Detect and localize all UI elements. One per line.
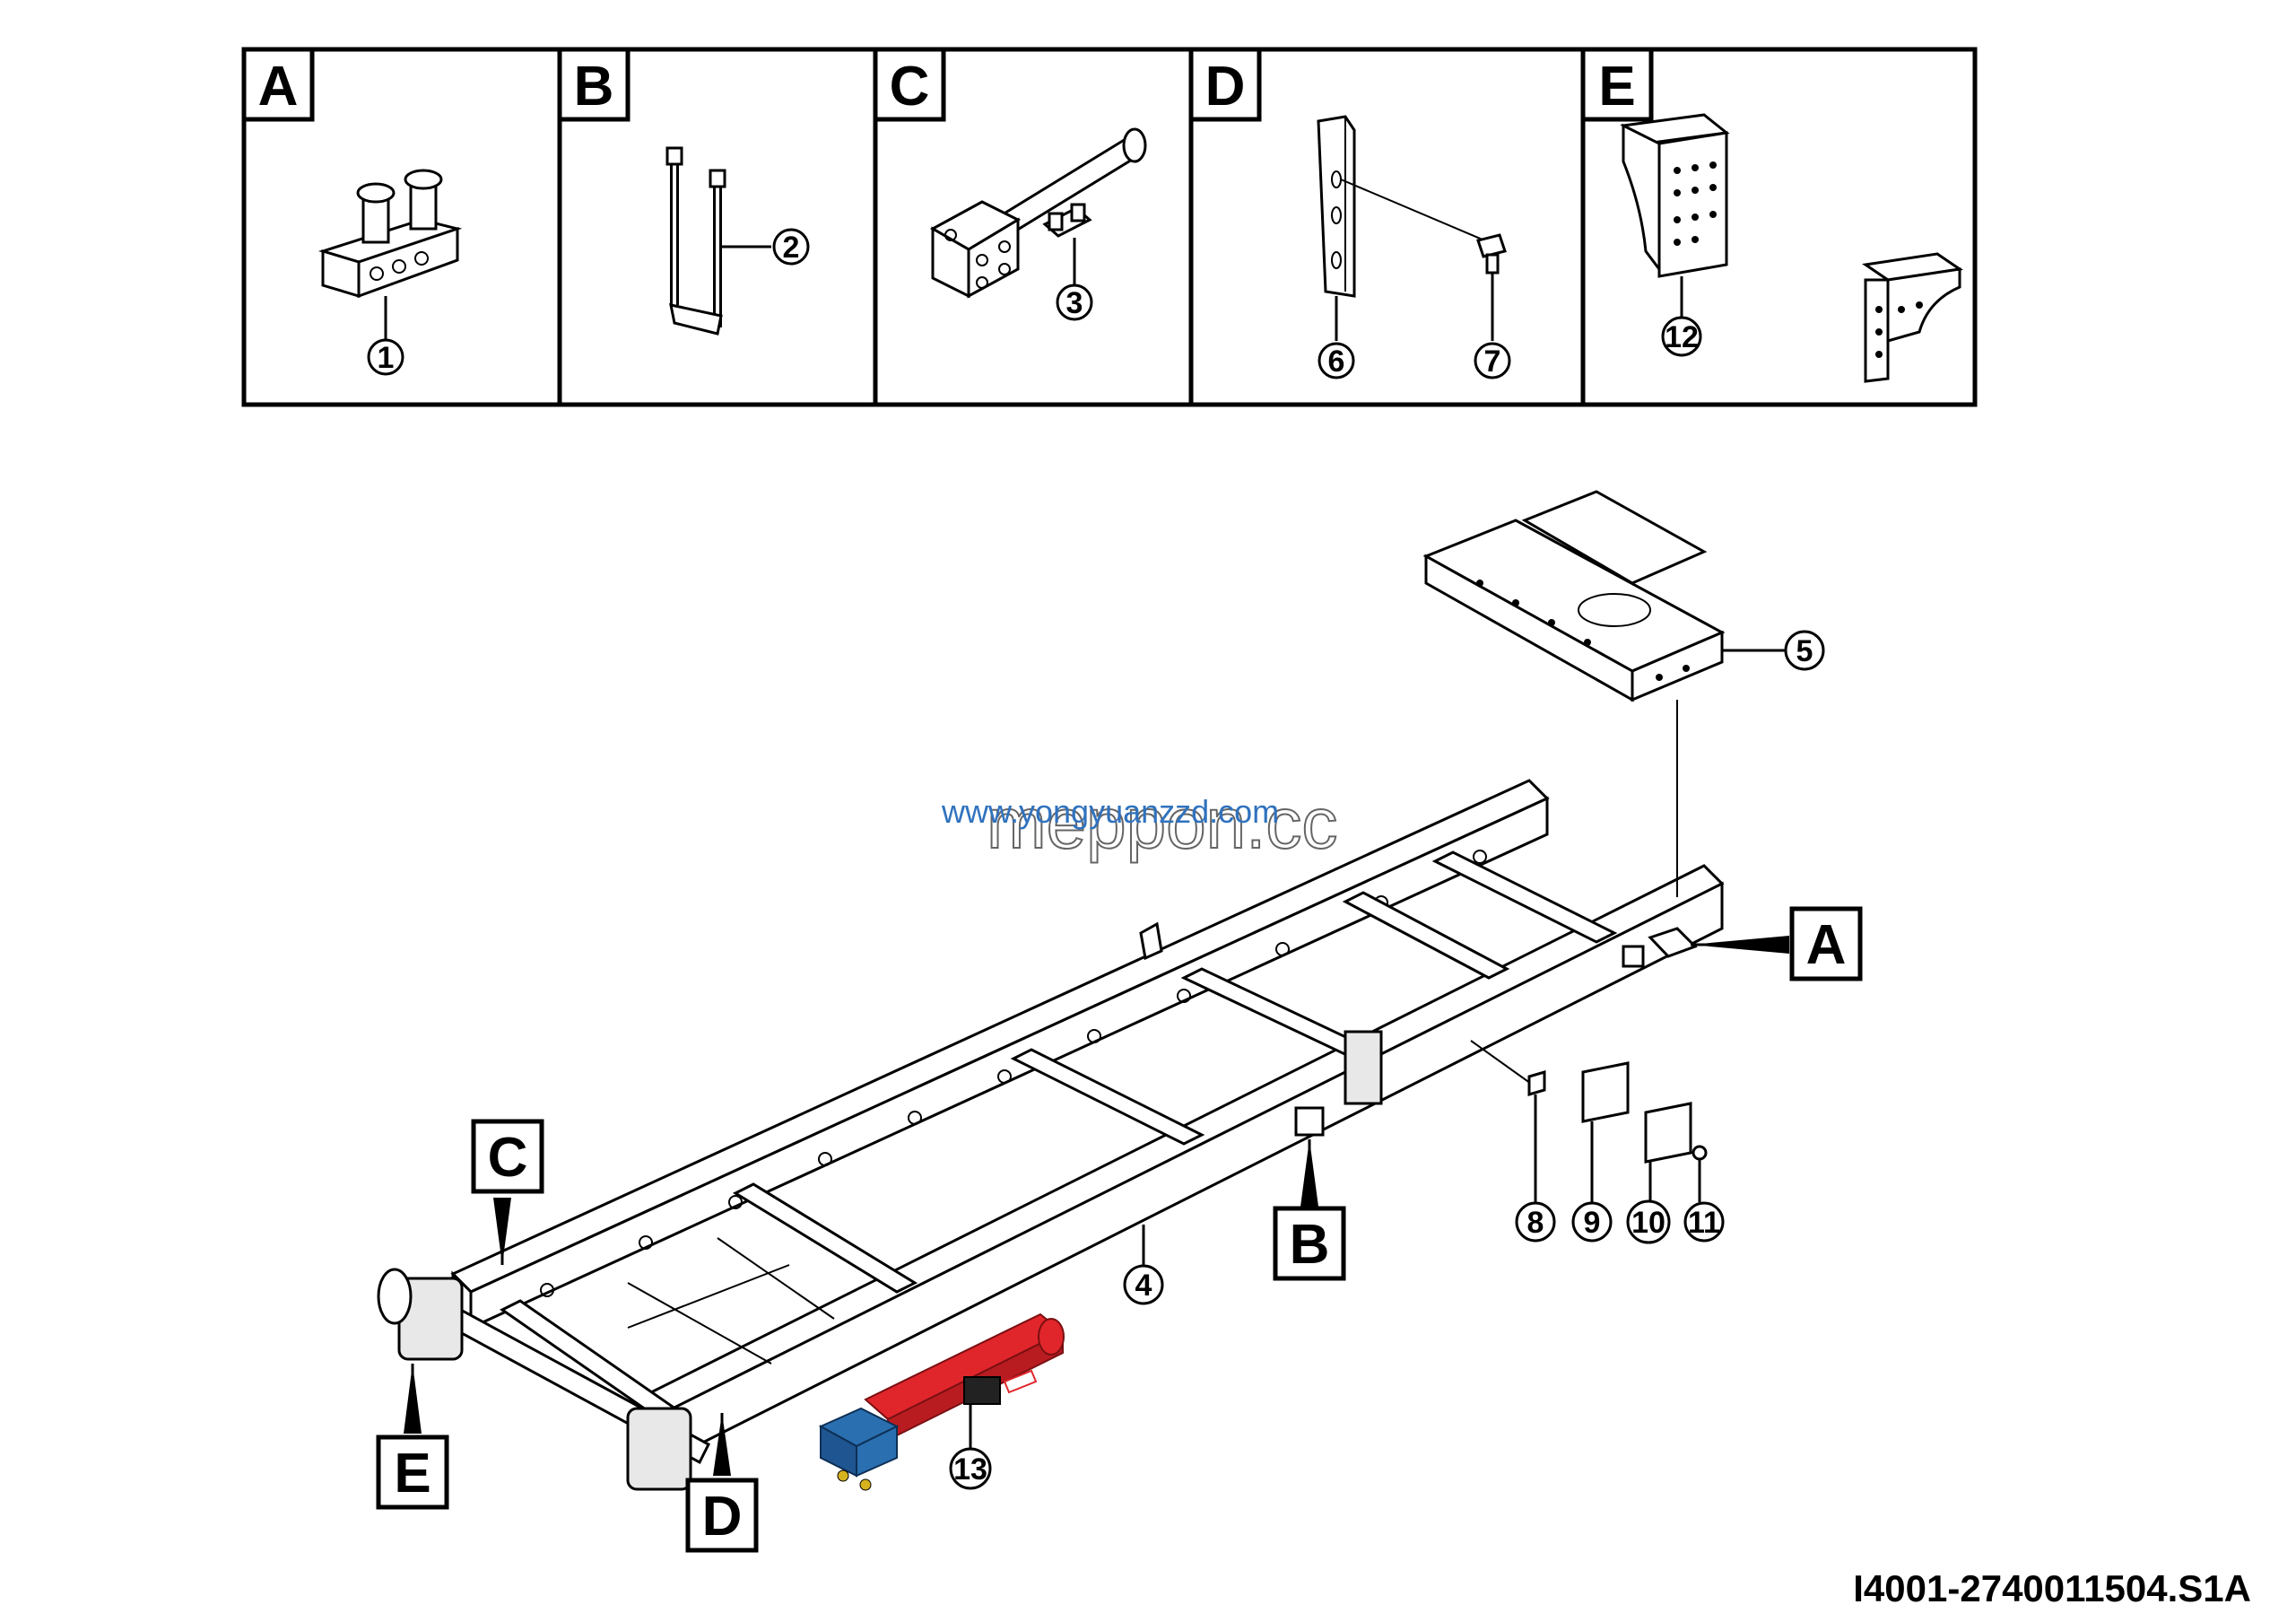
detail-panels: A B C D E <box>241 47 1978 407</box>
svg-text:B: B <box>1290 1214 1330 1276</box>
svg-text:D: D <box>1205 56 1246 118</box>
callout-10: 10 <box>1626 1199 1671 1244</box>
svg-text:13: 13 <box>953 1452 987 1487</box>
svg-text:11: 11 <box>1688 1206 1720 1240</box>
callout-1: 1 <box>367 338 404 376</box>
svg-text:9: 9 <box>1584 1206 1601 1240</box>
svg-text:10: 10 <box>1631 1206 1665 1240</box>
svg-text:7: 7 <box>1484 344 1501 379</box>
panel-tab-c: C <box>873 47 946 122</box>
svg-text:E: E <box>1598 56 1635 118</box>
callout-7: 7 <box>1474 342 1511 379</box>
svg-text:3: 3 <box>1066 286 1083 320</box>
part-drawing-12 <box>1620 113 1964 383</box>
callout-12: 12 <box>1661 316 1702 357</box>
callout-9: 9 <box>1571 1201 1613 1243</box>
svg-text:A: A <box>258 56 299 118</box>
part-drawing-2 <box>665 146 771 336</box>
svg-text:12: 12 <box>1665 320 1699 354</box>
view-label-a: A <box>1691 906 1863 981</box>
callout-3: 3 <box>1056 283 1093 321</box>
view-label-b: B <box>1273 1139 1346 1281</box>
svg-text:meppon.cc: meppon.cc <box>987 783 1337 863</box>
view-label-c: C <box>471 1119 544 1265</box>
svg-text:D: D <box>702 1486 743 1548</box>
svg-text:4: 4 <box>1135 1269 1152 1303</box>
panel-tab-b: B <box>557 47 631 122</box>
drawing-code: I4001-2740011504.S1A <box>1853 1567 2251 1609</box>
svg-text:5: 5 <box>1796 634 1813 668</box>
callout-4: 4 <box>1123 1264 1164 1305</box>
part-drawing-5 <box>1422 490 1785 897</box>
part-drawing-1 <box>317 169 463 341</box>
view-label-e: E <box>376 1364 449 1510</box>
svg-text:B: B <box>574 56 614 118</box>
callout-13: 13 <box>949 1447 992 1490</box>
part-drawing-13 <box>818 1312 1065 1491</box>
view-label-d: D <box>685 1413 759 1553</box>
svg-text:8: 8 <box>1527 1206 1544 1240</box>
svg-text:2: 2 <box>783 231 800 265</box>
svg-text:1: 1 <box>378 341 395 375</box>
part-drawing-6 <box>1317 115 1490 341</box>
part-drawing-7 <box>1476 233 1507 341</box>
svg-text:6: 6 <box>1328 344 1345 379</box>
part-drawing-8-11 <box>1470 1040 1708 1202</box>
part-drawing-3 <box>929 127 1147 299</box>
rail-holes <box>540 850 1487 1297</box>
svg-text:A: A <box>1806 914 1847 976</box>
svg-text:C: C <box>890 56 930 118</box>
callout-2: 2 <box>772 228 810 266</box>
panel-tab-e: E <box>1580 47 1654 122</box>
watermark: meppon.cc www.yongyuanzzd.com <box>941 782 1338 864</box>
callout-6: 6 <box>1318 342 1355 379</box>
callout-11: 11 <box>1683 1201 1725 1243</box>
panel-tab-d: D <box>1188 47 1262 122</box>
svg-text:E: E <box>394 1443 430 1504</box>
svg-text:www.yongyuanzzd.com: www.yongyuanzzd.com <box>941 793 1279 830</box>
callout-8: 8 <box>1515 1201 1556 1243</box>
chassis-frame <box>377 779 1725 1491</box>
callout-5: 5 <box>1784 630 1825 671</box>
panel-tab-a: A <box>241 47 315 122</box>
svg-text:C: C <box>488 1127 528 1189</box>
